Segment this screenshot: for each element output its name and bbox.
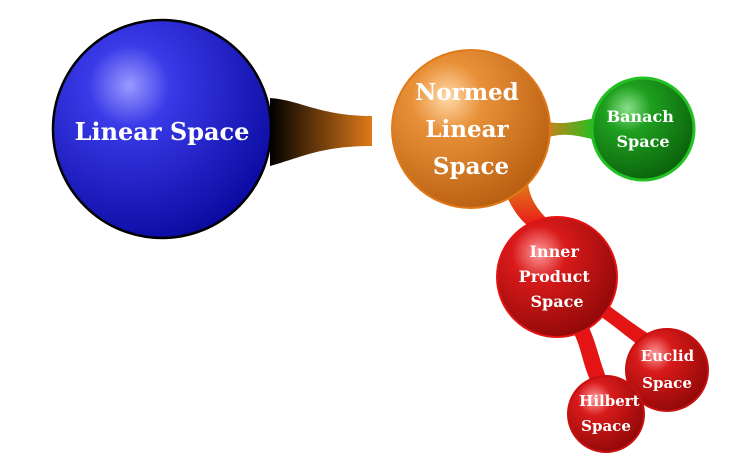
node-hilbert-label-1: Hilbert: [579, 392, 640, 410]
svg-text:Linear Space: Linear Space: [75, 117, 250, 146]
node-inner-label-3: Space: [530, 292, 583, 311]
svg-text:Banach Space: Banach Space: [607, 107, 680, 151]
svg-text:Hilbert Space: Hilbert Space: [579, 392, 645, 435]
node-hilbert-space: Hilbert Space: [567, 375, 645, 453]
connector-normed-banach: [540, 118, 596, 140]
svg-text:Euclid Space: Euclid Space: [641, 347, 700, 392]
node-banach-space: Banach Space: [590, 76, 696, 182]
node-banach-label-1: Banach: [607, 107, 675, 126]
node-inner-label-2: Product: [519, 267, 591, 286]
node-euclid-label-2: Space: [642, 374, 692, 392]
node-normed-label-1: Normed: [415, 79, 519, 106]
node-inner-label-1: Inner: [530, 242, 580, 261]
node-linear-label-1: Linear Space: [75, 117, 250, 146]
node-euclid-label-1: Euclid: [641, 347, 695, 365]
node-normed-label-2: Linear: [425, 116, 509, 143]
node-banach-label-2: Space: [616, 132, 669, 151]
node-normed-linear-space: Normed Linear Space: [391, 49, 551, 209]
node-hilbert-label-2: Space: [581, 417, 631, 435]
node-linear-space: Linear Space: [51, 18, 273, 240]
connector-linear-normed: [270, 98, 372, 166]
svg-text:Normed Linear Spac: Normed Linear Space: [415, 79, 527, 180]
connector-inner-euclid: [594, 302, 652, 348]
node-euclid-space: Euclid Space: [625, 328, 709, 412]
svg-text:Inner Product Spac: Inner Product Space: [519, 242, 596, 311]
node-normed-label-3: Space: [433, 153, 509, 180]
node-inner-product-space: Inner Product Space: [496, 216, 618, 338]
